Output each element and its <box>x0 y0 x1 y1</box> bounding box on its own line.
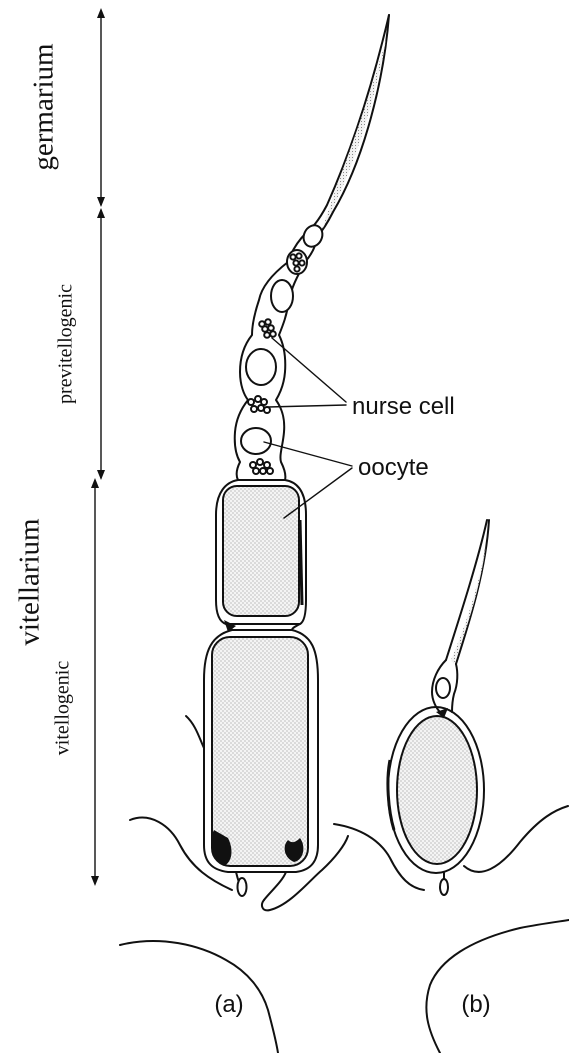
arrowhead-up-icon <box>97 208 105 218</box>
terminal-filament-outline <box>306 15 389 233</box>
oocyte-yolk-2 <box>212 637 308 866</box>
oocyte-small <box>300 222 326 250</box>
previtellogenic-label: previtellogenic <box>55 284 77 404</box>
panel-b-label: (b) <box>461 991 490 1018</box>
nurse-cell-granules <box>248 396 270 413</box>
arrowhead-down-icon <box>97 197 105 207</box>
stage-scale <box>91 8 105 886</box>
arrowhead-down-icon <box>91 876 99 886</box>
ovariole-b <box>334 520 568 895</box>
common-oviduct-left-wall <box>120 941 278 1053</box>
pedicel-bulb <box>440 879 448 895</box>
sheath-filament <box>186 716 204 748</box>
panel-a-label: (a) <box>214 991 243 1018</box>
leader-line <box>264 442 352 466</box>
follicle-thickening <box>388 760 394 830</box>
arrowhead-up-icon <box>97 8 105 18</box>
nurse-cell-label: nurse cell <box>352 393 455 420</box>
follicle-thickening <box>300 520 302 605</box>
oocyte <box>241 428 271 454</box>
germarium-stipple <box>451 545 486 664</box>
common-oviduct-right-wall <box>426 920 569 1053</box>
oocyte <box>271 280 293 312</box>
oocyte <box>246 349 276 385</box>
pedicel-bulb <box>238 878 247 896</box>
oocyte-yolk <box>397 716 477 864</box>
oocyte-label: oocyte <box>358 454 429 481</box>
nurse-cell-callout: nurse cell <box>268 338 455 420</box>
arrowhead-down-icon <box>97 470 105 480</box>
nurse-cell-granules <box>250 459 273 474</box>
germarium-label: germarium <box>28 43 60 171</box>
vitellarium-label: vitellarium <box>14 518 46 646</box>
oocyte-yolk-1 <box>223 486 299 616</box>
oocyte-small <box>436 678 450 698</box>
terminal-filament-outline <box>446 520 487 660</box>
vitellogenic-label: vitellogenic <box>52 661 74 756</box>
nurse-cell-granules <box>259 319 276 338</box>
leader-line <box>272 338 346 402</box>
arrowhead-up-icon <box>91 478 99 488</box>
ovariole-a <box>130 15 389 910</box>
